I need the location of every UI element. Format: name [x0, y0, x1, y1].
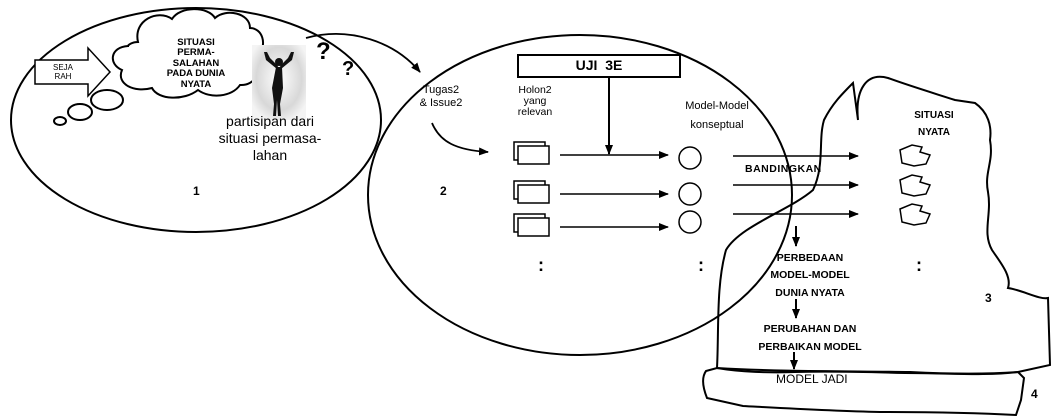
- real-situation-blob: [899, 174, 932, 197]
- ellipsis-models: :: [698, 255, 704, 275]
- model-circle: [678, 182, 702, 206]
- final-model-label: MODEL JADI: [776, 372, 848, 386]
- stage-number-1: 1: [193, 184, 200, 198]
- participation-text: partisipan dari situasi permasa- lahan: [218, 113, 322, 163]
- holon-stack: [513, 213, 550, 237]
- question-mark-icon: ?: [316, 38, 331, 65]
- differences-label: PERBEDAAN MODEL-MODEL DUNIA NYATA: [770, 252, 850, 299]
- model-circle: [678, 146, 702, 170]
- stage4-shape: [702, 366, 1026, 417]
- stage-number-2: 2: [440, 184, 447, 198]
- model-circle: [678, 210, 702, 234]
- test-3e-label: UJI 3E: [575, 57, 623, 73]
- holon-stack: [513, 141, 550, 165]
- history-arrow: [34, 46, 112, 98]
- stage-number-3: 3: [985, 291, 992, 305]
- arrow-tasks-to-holons: [431, 122, 489, 156]
- compare-label: BANDINGKAN: [745, 163, 822, 175]
- ellipsis-real: :: [916, 255, 922, 275]
- holon-stack: [513, 180, 550, 204]
- cloud-bubble: [53, 116, 67, 126]
- stage2-circle: [367, 34, 793, 356]
- test-3e-box: [517, 54, 681, 78]
- ellipsis-holons: :: [538, 255, 544, 275]
- person-icon: [264, 52, 294, 116]
- curved-arrow-to-tasks: [305, 33, 421, 73]
- stage-number-4: 4: [1031, 387, 1038, 401]
- problem-cloud: [112, 8, 265, 99]
- cloud-bubble: [67, 103, 93, 121]
- real-situation-blob: [899, 144, 932, 167]
- question-mark-icon: ?: [342, 58, 355, 80]
- tasks-issues-label: Tugas2& Issue2: [419, 84, 463, 109]
- stage1-circle: [10, 7, 382, 233]
- real-situation-blob: [899, 203, 932, 226]
- problem-situation-text: SITUASI PERMA- SALAHAN PADA DUNIA NYATA: [166, 37, 226, 90]
- cloud-bubble: [90, 89, 124, 111]
